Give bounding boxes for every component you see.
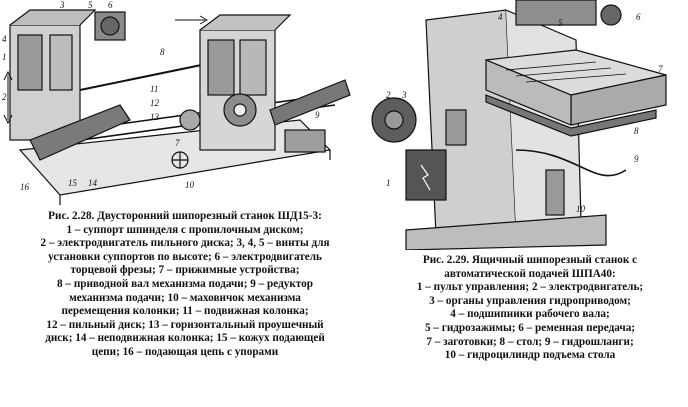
callout-12: 12 (150, 98, 160, 108)
figure-caption-2-28: Рис. 2.28. Двусторонний шипорезный стано… (0, 210, 370, 360)
machine-illustration-shpa40: 2 3 1 4 5 6 7 8 9 10 (366, 0, 688, 250)
callout-15: 15 (68, 178, 78, 188)
callout-13: 13 (150, 112, 160, 122)
callout-9: 9 (634, 154, 639, 164)
callout-4: 4 (498, 12, 503, 22)
caption-line: цепи; 16 – подающая цепь с упорами (91, 345, 279, 358)
callout-2: 2 (2, 92, 7, 102)
callout-3: 3 (59, 0, 65, 10)
caption-line: 12 – пильный диск; 13 – горизонтальный п… (46, 318, 324, 331)
figure-caption-2-29: Рис. 2.29. Ящичный шипорезный станок с а… (372, 254, 688, 363)
caption-line: 5 – гидрозажимы; 6 – ременная передача; (424, 321, 636, 334)
caption-line: диск; 14 – неподвижная колонка; 15 – кож… (45, 332, 325, 345)
caption-line: 2 – электродвигатель пильного диска; 3, … (40, 237, 330, 250)
callout-5: 5 (558, 18, 563, 28)
caption-line: автоматической подачей ШПА40: (444, 267, 616, 280)
caption-line: 4 – подшипники рабочего вала; (450, 308, 610, 321)
caption-line: 1 – пульт управления; 2 – электродвигате… (416, 281, 644, 294)
callout-5: 5 (88, 0, 93, 10)
callout-3: 3 (401, 90, 407, 100)
caption-line: 8 – приводной вал механизма подачи; 9 – … (57, 277, 313, 290)
caption-line: Рис. 2.29. Ящичный шипорезный станок с (422, 254, 638, 266)
callout-6: 6 (636, 12, 641, 22)
callout-11: 11 (150, 84, 158, 94)
caption-line: 10 – гидроцилиндр подъема стола (444, 349, 616, 362)
callout-1: 1 (386, 178, 391, 188)
caption-line: перемещения колонки; 11 – подвижная коло… (61, 305, 309, 318)
callout-10: 10 (185, 180, 195, 190)
caption-line: Рис. 2.28. Двусторонний шипорезный стано… (48, 210, 322, 222)
callout-2: 2 (386, 90, 391, 100)
callout-7: 7 (658, 64, 663, 74)
callout-9: 9 (315, 110, 320, 120)
caption-line: установки суппортов по высоте; 6 – элект… (48, 250, 322, 263)
caption-line: 7 – заготовки; 8 – стол; 9 – гидрошланги… (426, 335, 634, 348)
callout-14: 14 (88, 178, 98, 188)
callout-7: 7 (175, 138, 180, 148)
callout-10: 10 (576, 204, 586, 214)
callout-8: 8 (160, 47, 165, 57)
callout-1: 1 (2, 52, 7, 62)
caption-line: механизма подачи; 10 – маховичок механиз… (69, 291, 301, 304)
callout-6: 6 (108, 0, 113, 10)
caption-line: 1 – суппорт шпинделя с пропилочным диско… (66, 223, 304, 236)
callout-8: 8 (634, 126, 639, 136)
callout-4: 4 (2, 34, 7, 44)
machine-illustration-shd15: 5 6 3 4 1 2 8 11 12 13 7 9 10 16 15 14 (0, 0, 360, 205)
caption-line: торцевой фрезы; 7 – прижимные устройства… (70, 264, 300, 277)
callout-16: 16 (20, 182, 30, 192)
caption-line: 3 – органы управления гидроприводом; (429, 294, 631, 307)
